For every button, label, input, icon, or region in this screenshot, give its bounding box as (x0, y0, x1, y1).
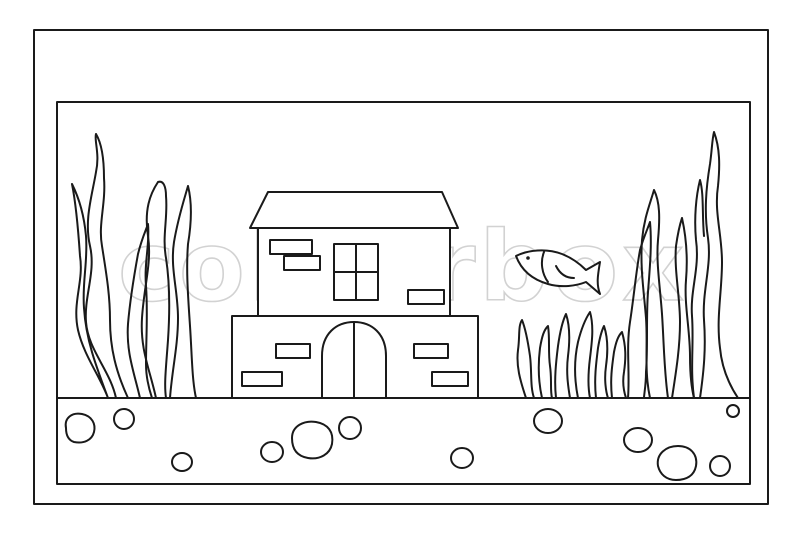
house-brick (241, 371, 283, 387)
house-brick (275, 343, 311, 359)
house-brick (431, 371, 469, 387)
house-brick (269, 239, 313, 255)
seaweed-right-icon (627, 131, 739, 399)
fish-icon (515, 249, 601, 295)
house-window (333, 243, 379, 301)
tank-outer-frame (33, 29, 769, 505)
house-brick (283, 255, 321, 271)
pebble-icon (64, 404, 740, 481)
seaweed-small-icon (516, 311, 627, 399)
house-icon (231, 191, 479, 399)
house-door (321, 321, 387, 399)
house-roof (249, 191, 459, 229)
seaweed-left-icon (71, 133, 197, 399)
house-brick (413, 343, 449, 359)
tank-inner-glass (56, 101, 751, 485)
house-brick (407, 289, 445, 305)
